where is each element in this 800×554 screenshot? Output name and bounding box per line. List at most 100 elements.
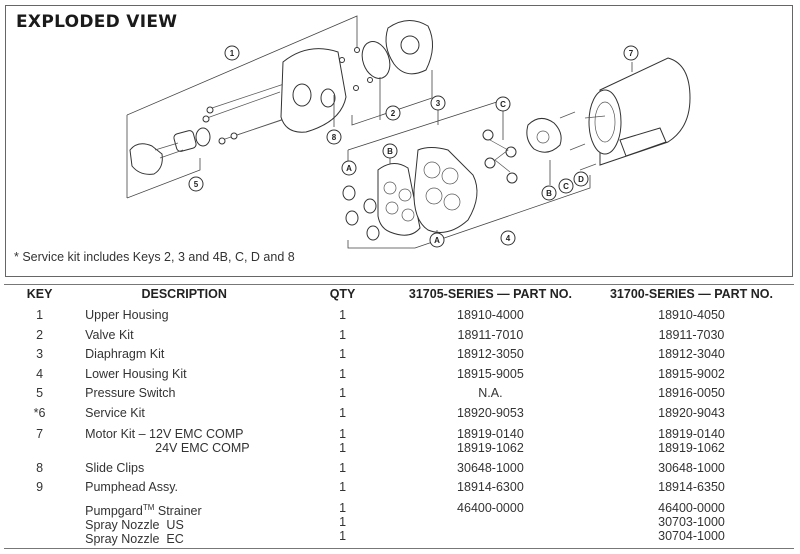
row-key: 4 [36,366,44,381]
part-31705-12v: 18919-0140 [457,426,524,441]
part-31705-strainer: 46400-0000 [457,500,524,515]
table-row: 3 Diaphragm Kit 1 18912-3050 18912-3040 [4,347,794,367]
table-row: 9 Pumphead Assy. 1 18914-6300 18914-6350 [4,480,794,500]
row-part-31700: 18920-9043 [658,405,725,420]
row-description: Valve Kit [85,327,134,342]
row-part-31705: 18914-6300 [457,480,524,495]
svg-text:4: 4 [506,234,511,243]
qty-12v: 1 [339,426,347,441]
callout-b-right: B [541,185,557,201]
callout-d-right: D [573,171,589,187]
callout-8: 8 [326,129,342,145]
row-part-31700: 18910-4050 [658,308,725,322]
strainer-description: PumpgardTM Strainer [85,501,293,518]
row-qty: 1 [339,480,347,495]
trademark-mark: TM [142,502,155,512]
qty-strainer: 1 [339,500,347,515]
row-description: Upper Housing [85,308,169,322]
row-qty: 1 [339,347,347,362]
exploded-view-diagram: 1 2 3 4 5 7 8 A A B B C C D [126,15,691,249]
callout-2: 2 [385,105,401,121]
row-qty: 1 [339,460,347,475]
service-kit-footnote: * Service kit includes Keys 2, 3 and 4B,… [14,250,295,264]
studs [339,47,373,91]
row-description: PumpgardTM Strainer Spray Nozzle US Spra… [75,500,293,549]
svg-text:3: 3 [436,99,441,108]
qty-24v: 1 [339,440,347,455]
callout-1: 1 [224,45,240,61]
svg-text:B: B [387,147,393,156]
part-31700-nozzle-ec: 30704-1000 [658,528,725,543]
row-key [4,500,75,549]
row-description: Diaphragm Kit [85,347,165,362]
row-part-31700: 30648-1000 [658,460,725,475]
row-part-31700: 18919-0140 18919-1062 [589,426,794,461]
qty-nozzle-us: 1 [339,514,347,529]
leader-part-3 [347,99,504,151]
row-key: 9 [36,480,44,495]
row-key: 2 [36,327,44,342]
svg-text:7: 7 [629,49,634,58]
table-row: 7 Motor Kit – 12V EMC COMP 24V EMC COMP … [4,426,794,461]
diaphragm-part [377,163,421,236]
row-part-31705: 18910-4000 [457,308,524,322]
callout-c-right: C [558,178,574,194]
strainer-name: Pumpgard [85,503,143,518]
callout-a-left: A [341,160,357,176]
row-key: 8 [36,460,44,475]
callout-b-left: B [382,143,398,159]
row-part-31705: 18920-9053 [457,405,524,420]
header-description: DESCRIPTION [141,287,227,301]
row-part-31705: 18915-9005 [457,366,524,381]
svg-text:D: D [578,175,584,184]
section-title: EXPLODED VIEW [16,12,178,32]
table-row: 2 Valve Kit 1 18911-7010 18911-7030 [4,328,794,348]
row-qty: 1 1 [293,426,392,461]
row-key: *6 [33,405,46,420]
svg-text:8: 8 [332,133,337,142]
row-key: 7 [36,426,44,441]
spray-nozzle-us-description: Spray Nozzle US [85,517,184,532]
row-qty: 1 [339,308,347,322]
row-part-31700: 18911-7030 [658,327,725,342]
row-description: Lower Housing Kit [85,366,187,381]
callout-4: 4 [500,230,516,246]
callout-c-top: C [495,96,511,112]
callout-3: 3 [430,95,446,111]
row-part-31705: N.A. [478,386,503,401]
exploded-view-panel [5,5,793,277]
table-row: *6 Service Kit 1 18920-9053 18920-9043 [4,406,794,426]
motor-part [584,57,691,166]
row-description: Service Kit [85,405,145,420]
valve-part [385,20,433,75]
row-qty: 1 [339,327,347,342]
svg-text:2: 2 [391,109,396,118]
leader-part-5 [126,158,201,199]
table-row: 5 Pressure Switch 1 N.A. 18916-0050 [4,386,794,406]
svg-text:C: C [563,182,569,191]
table-row: PumpgardTM Strainer Spray Nozzle US Spra… [4,500,794,549]
svg-text:5: 5 [194,180,199,189]
header-key: KEY [26,287,53,301]
row-key: 5 [36,386,44,401]
part-31700-24v: 18919-1062 [658,440,725,455]
svg-text:A: A [346,164,352,173]
o-ring-part [361,41,391,79]
row-qty: 1 [339,386,347,401]
motor-kit-24v-description: 24V EMC COMP [155,440,250,455]
row-description: Slide Clips [85,460,145,475]
header-qty: QTY [329,287,356,301]
row-part-31705: 18911-7010 [457,327,524,342]
row-part-31700: 18916-0050 [658,386,725,401]
pressure-switch-part [129,127,211,175]
row-part-31705: 30648-1000 [457,460,524,475]
qty-nozzle-ec: 1 [339,528,347,543]
spray-nozzle-ec-description: Spray Nozzle EC [85,531,184,546]
table-row: 8 Slide Clips 1 30648-1000 30648-1000 [4,461,794,481]
parts-table: KEY DESCRIPTION QTY 31705-SERIES — PART … [4,286,794,549]
bearing-plate-part [526,118,562,153]
part-31700-12v: 18919-0140 [658,426,725,441]
strainer-suffix: Strainer [154,503,202,518]
table-bottom-rule [4,548,794,549]
svg-text:A: A [434,236,440,245]
